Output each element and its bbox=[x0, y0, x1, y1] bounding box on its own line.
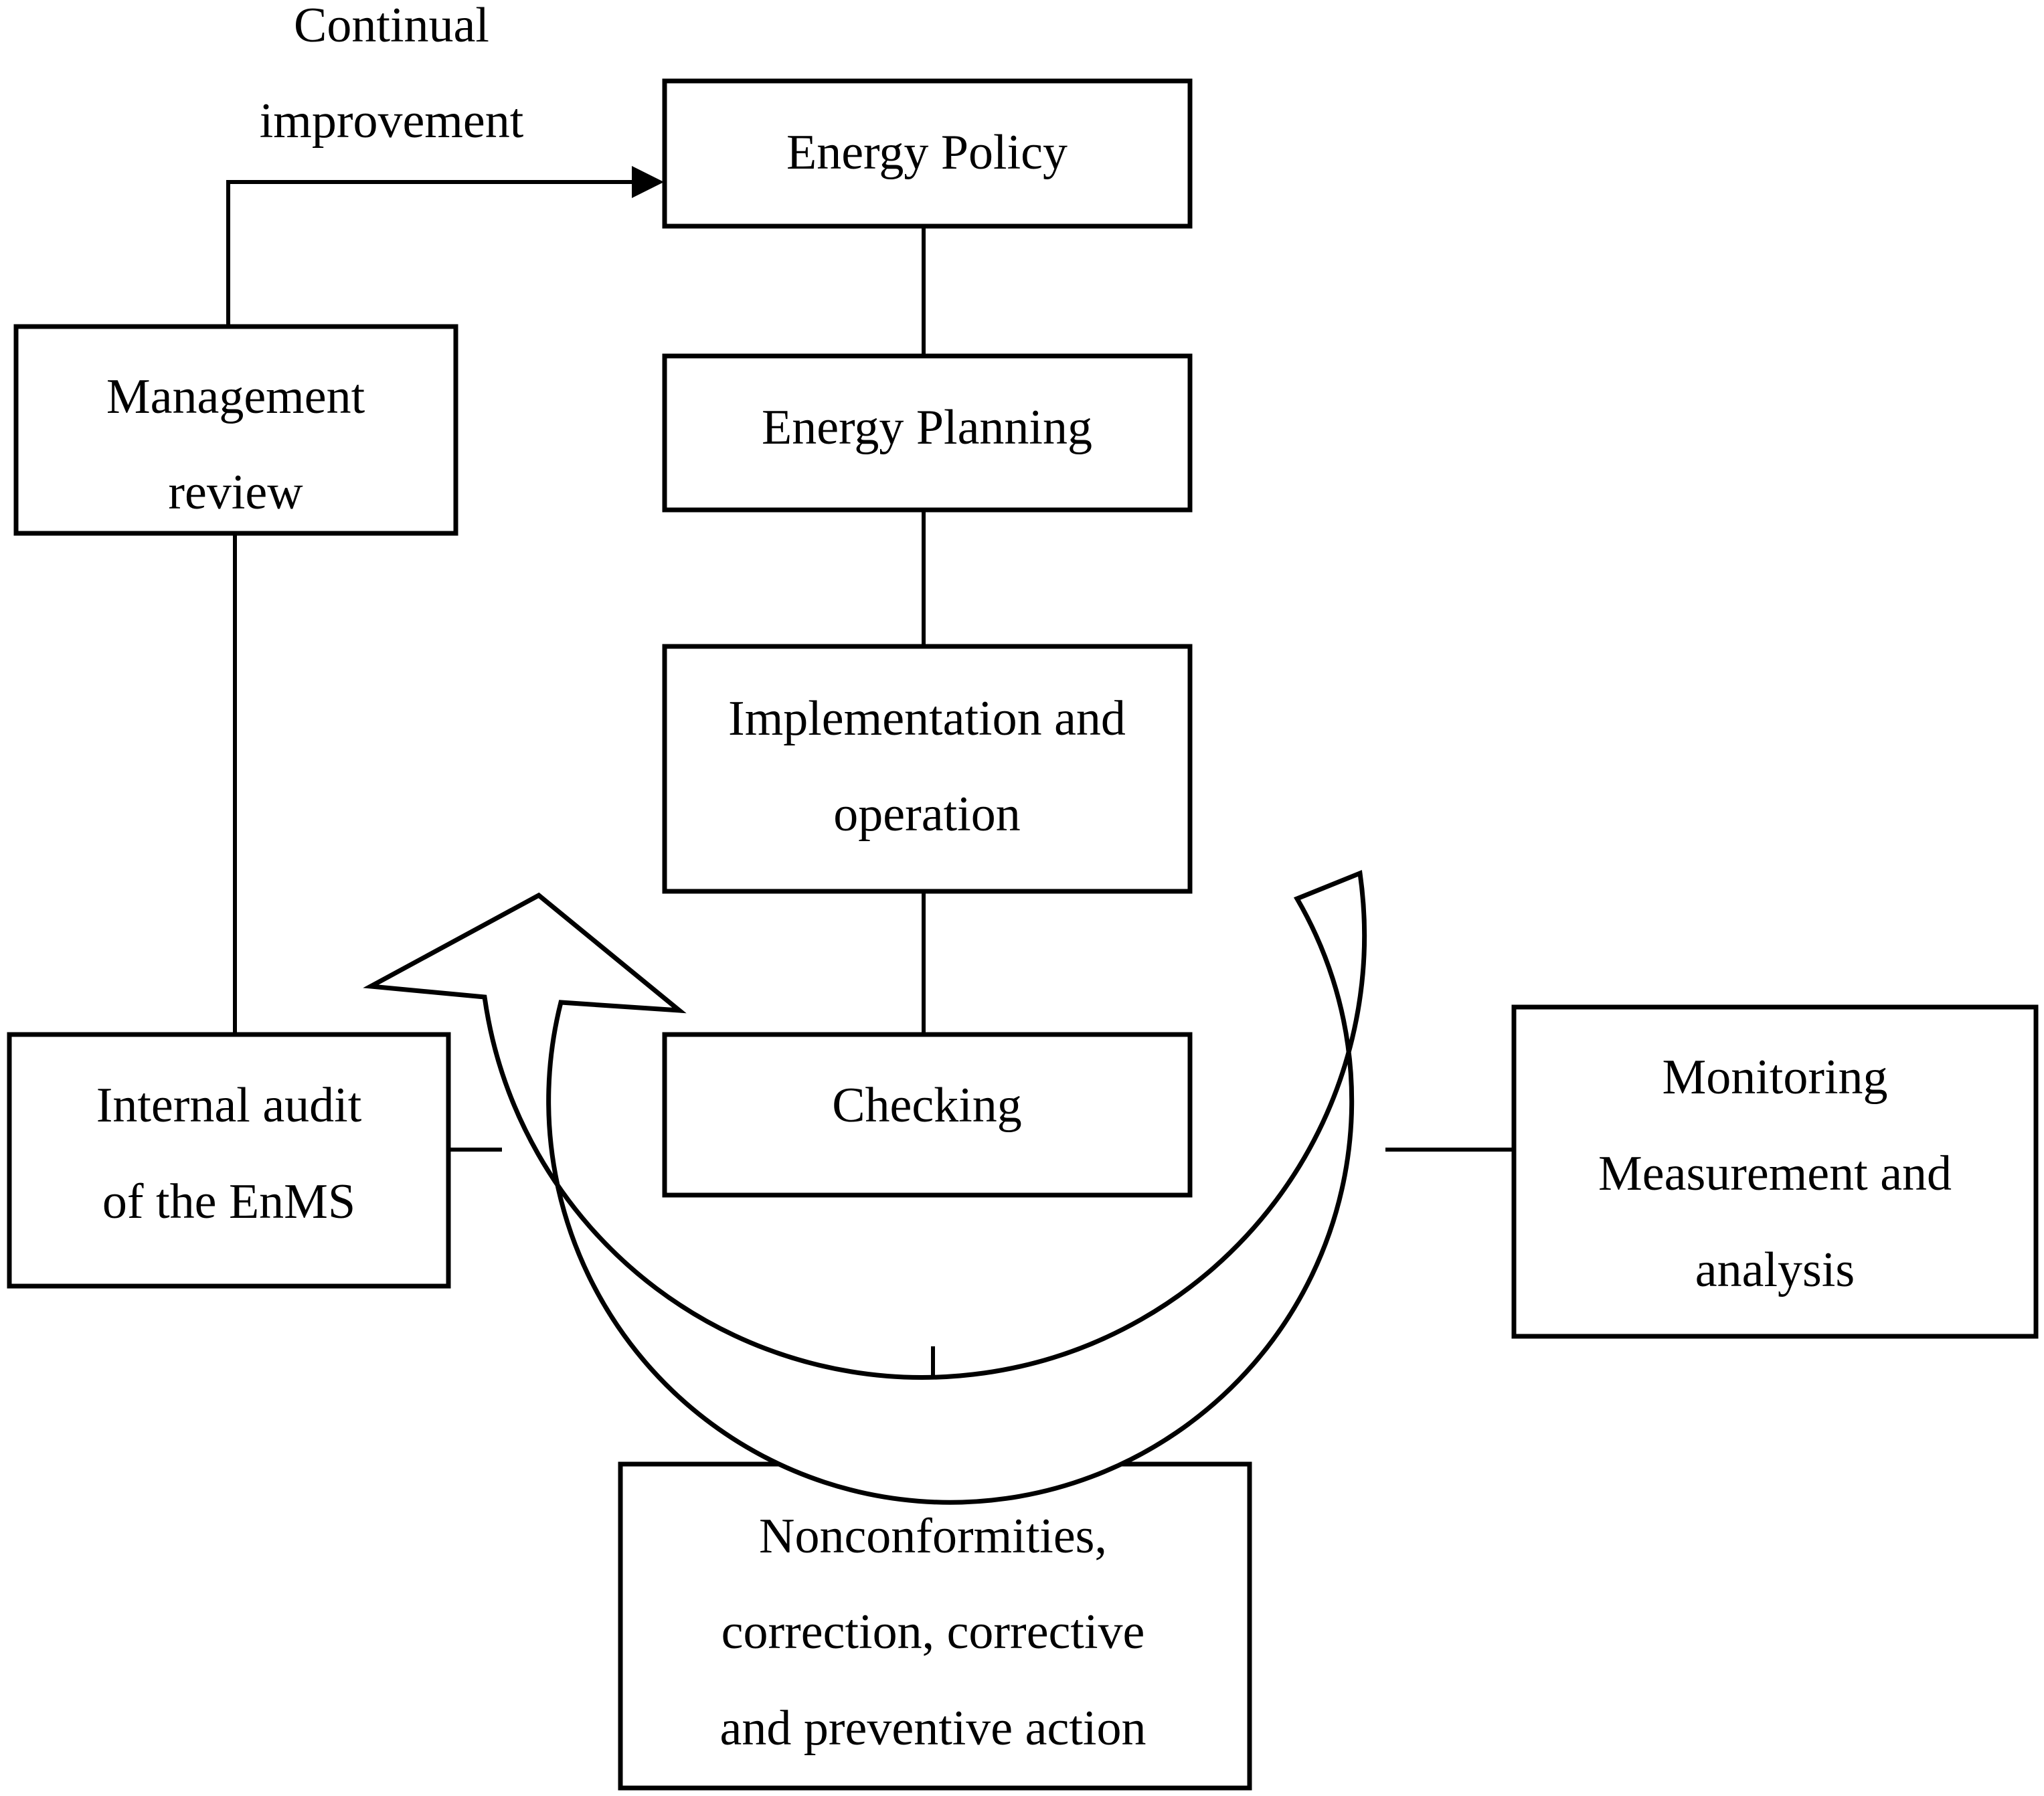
implementation-label-line1: Implementation and bbox=[728, 691, 1126, 746]
energy-planning-box bbox=[662, 353, 1193, 513]
implementation-box bbox=[662, 644, 1193, 894]
monitoring-label-line3: analysis bbox=[1695, 1243, 1855, 1297]
internal-audit-label-line1: Internal audit bbox=[96, 1078, 362, 1133]
internal-audit-label-line2: of the EnMS bbox=[102, 1174, 355, 1229]
energy-policy-box bbox=[662, 78, 1193, 229]
energy-policy-label: Energy Policy bbox=[786, 125, 1068, 180]
monitoring-label-line1: Monitoring bbox=[1662, 1050, 1887, 1105]
continual-improvement-arrow bbox=[226, 180, 633, 327]
monitoring-box bbox=[1511, 1004, 2039, 1339]
monitoring-label-line2: Measurement and bbox=[1598, 1146, 1952, 1201]
checking-box bbox=[662, 1032, 1193, 1198]
continual-improvement-label-line2: improvement bbox=[260, 94, 524, 149]
nonconformities-label-line3: and preventive action bbox=[720, 1701, 1146, 1756]
nonconformities-label-line2: correction, corrective bbox=[721, 1605, 1145, 1659]
management-review-label-line2: review bbox=[168, 465, 303, 520]
internal-audit-box bbox=[7, 1032, 451, 1289]
management-review-box bbox=[13, 324, 458, 536]
energy-planning-label: Energy Planning bbox=[762, 400, 1092, 455]
continual-improvement-arrowhead bbox=[632, 166, 664, 198]
cycle-arrow-icon bbox=[363, 870, 1367, 1505]
nonconformities-box bbox=[618, 1461, 1252, 1791]
nonconformities-label-line1: Nonconformities, bbox=[759, 1509, 1107, 1564]
checking-label: Checking bbox=[832, 1078, 1022, 1133]
continual-improvement-label-line1: Continual bbox=[294, 0, 489, 53]
management-review-label-line1: Management bbox=[106, 369, 365, 424]
implementation-label-line2: operation bbox=[833, 787, 1020, 842]
